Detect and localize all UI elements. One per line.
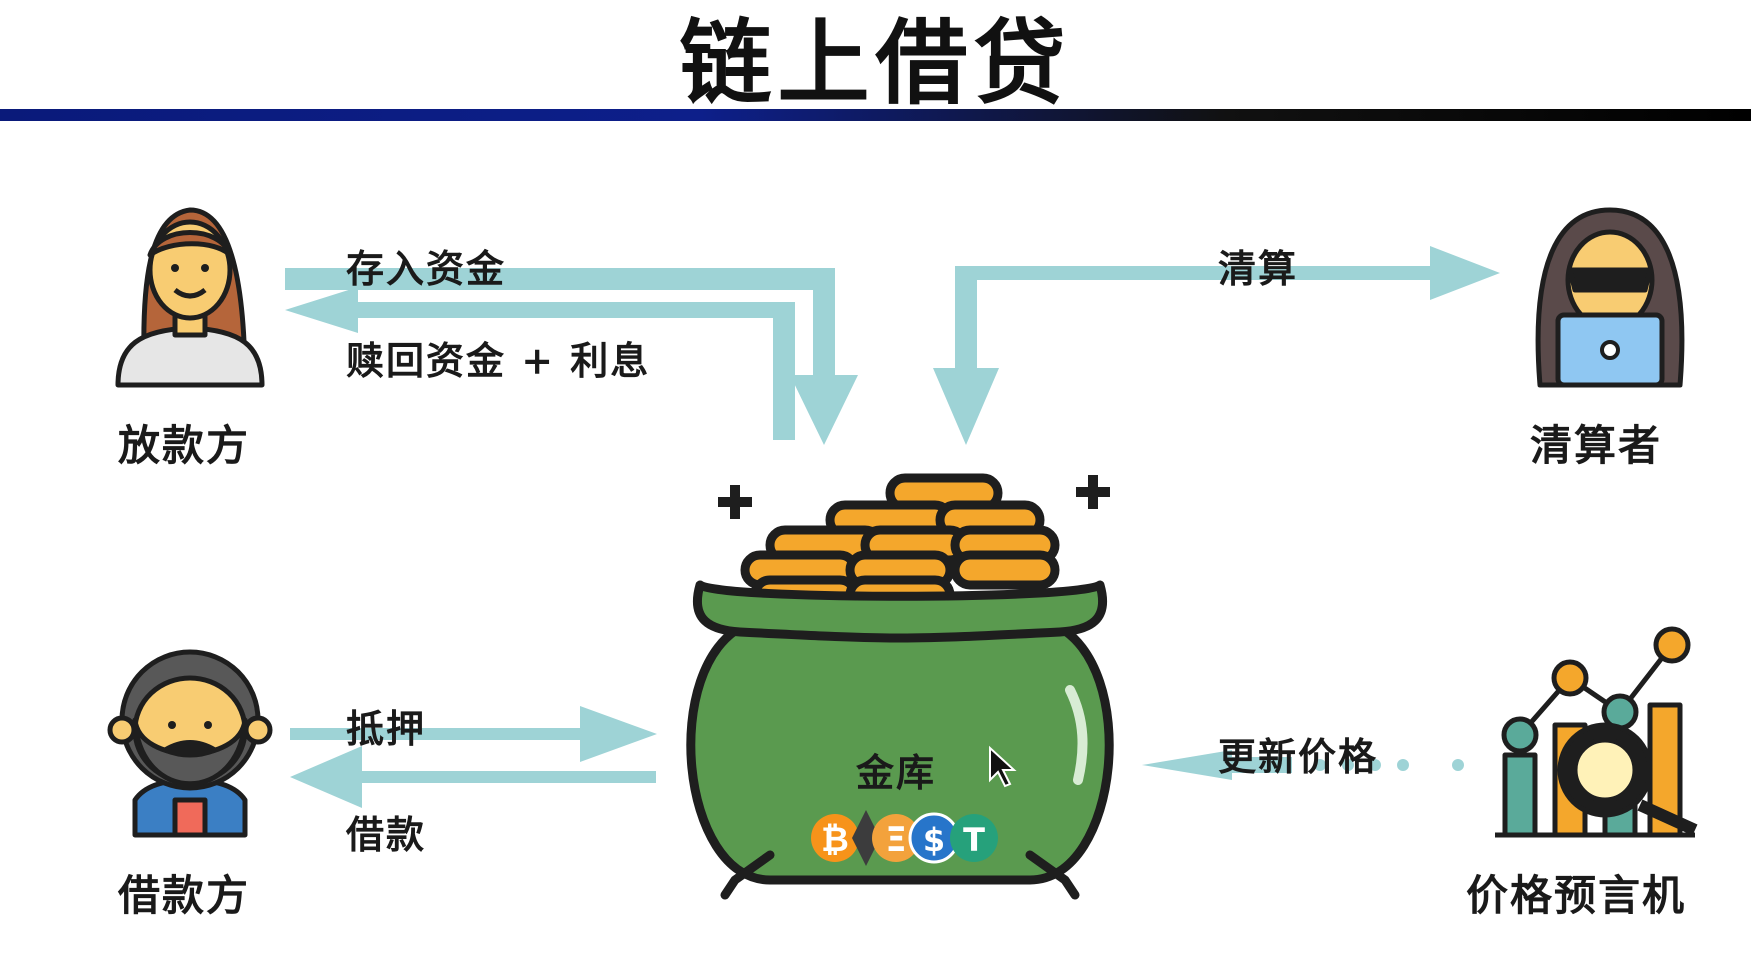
deposit-label: 存入资金	[346, 246, 507, 291]
deposit-arrow	[285, 268, 858, 445]
svg-text:₿: ₿	[821, 820, 849, 860]
lender-label: 放款方	[118, 421, 251, 470]
vault-label: 金库	[856, 750, 937, 795]
svg-text:T: T	[963, 821, 985, 859]
page-title: 链上借贷	[679, 9, 1072, 117]
svg-text:Ξ: Ξ	[885, 820, 906, 860]
svg-text:$: $	[923, 821, 945, 859]
borrower-label: 借款方	[118, 871, 251, 920]
collateral-arrow	[290, 706, 657, 762]
borrow-arrow	[290, 746, 656, 808]
liquidator-label: 清算者	[1530, 421, 1663, 470]
borrow-label: 借款	[346, 812, 427, 857]
oracle-label: 价格预言机	[1466, 871, 1687, 920]
update-price-label: 更新价格	[1218, 734, 1379, 779]
bitcoin-icon	[811, 814, 859, 862]
redeem-arrow	[285, 287, 795, 440]
liquidate-label: 清算	[1218, 246, 1299, 291]
tether-icon	[950, 814, 998, 862]
redeem-label: 赎回资金 + 利息	[346, 338, 651, 383]
ethereum-icon	[852, 810, 880, 866]
collateral-label: 抵押	[346, 706, 427, 751]
liquidate-arrow	[933, 246, 1500, 445]
title-divider	[0, 109, 1751, 121]
